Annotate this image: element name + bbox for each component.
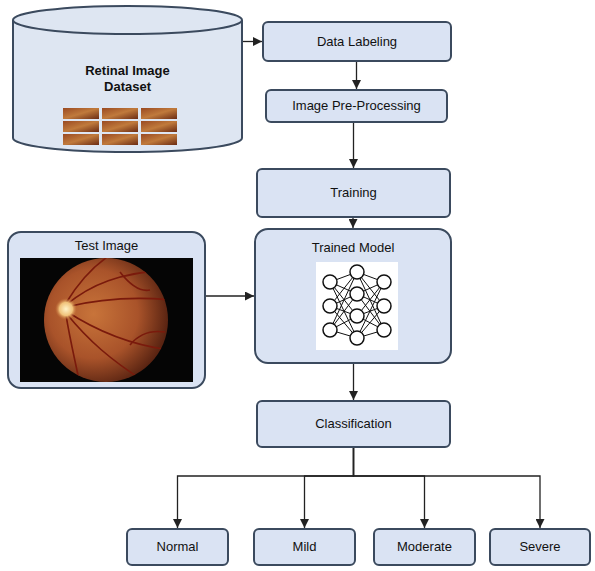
flow-arrow [354,448,541,528]
flow-arrow [356,62,357,89]
class-box: Moderate [373,528,476,566]
flow-arrow [206,295,254,296]
photo-background [20,258,193,382]
node-label: Classification [315,416,392,432]
node-label: Normal [157,539,199,555]
optic-disc [55,298,77,320]
retina-thumbnail [102,108,138,119]
node-label: Test Image [75,238,139,254]
retina-thumbnail [141,108,177,119]
fundus-photo [20,255,193,385]
node-label: Moderate [397,539,452,555]
retina-thumbnail [141,121,177,132]
flow-arrow [352,218,353,228]
blood-vessels [66,255,172,385]
node-label: Mild [293,539,317,555]
retina-thumbnail [102,121,138,132]
cylinder-body [13,6,242,152]
thumbnail-grid [63,108,177,145]
network-neurons [323,265,391,345]
network-links [330,272,384,338]
process-box: Image Pre-Processing [265,89,448,123]
icon-background [316,262,398,350]
node-label: Trained Model [312,240,395,256]
node-label: Severe [519,539,560,555]
model-panel: Trained Model [254,228,452,364]
flow-arrow [305,448,354,528]
process-box: Classification [256,400,451,448]
process-box: Data Labeling [262,21,452,62]
process-box: Training [256,168,451,218]
retina-thumbnail [63,134,99,145]
retina-thumbnail [141,134,177,145]
flow-arrow [353,364,354,400]
class-box: Severe [489,528,591,566]
flow-arrow [178,448,354,528]
node-label: Image Pre-Processing [292,98,421,114]
class-box: Normal [126,528,229,566]
input-panel: Test Image [7,231,206,389]
fundus-disc [44,258,168,382]
class-box: Mild [253,528,356,566]
cylinder-rim [13,20,242,34]
retina-thumbnail [63,121,99,132]
dataset-label: Retinal Image Dataset [68,63,188,95]
node-label: Training [330,185,376,201]
database-cylinder: Retinal Image Dataset [12,5,243,153]
node-label: Data Labeling [317,34,397,50]
flow-arrow [353,123,354,168]
flow-arrow [243,41,262,42]
neural-network-icon [316,262,398,350]
retina-thumbnail [102,134,138,145]
flow-arrow [354,448,425,528]
retina-thumbnail [63,108,99,119]
